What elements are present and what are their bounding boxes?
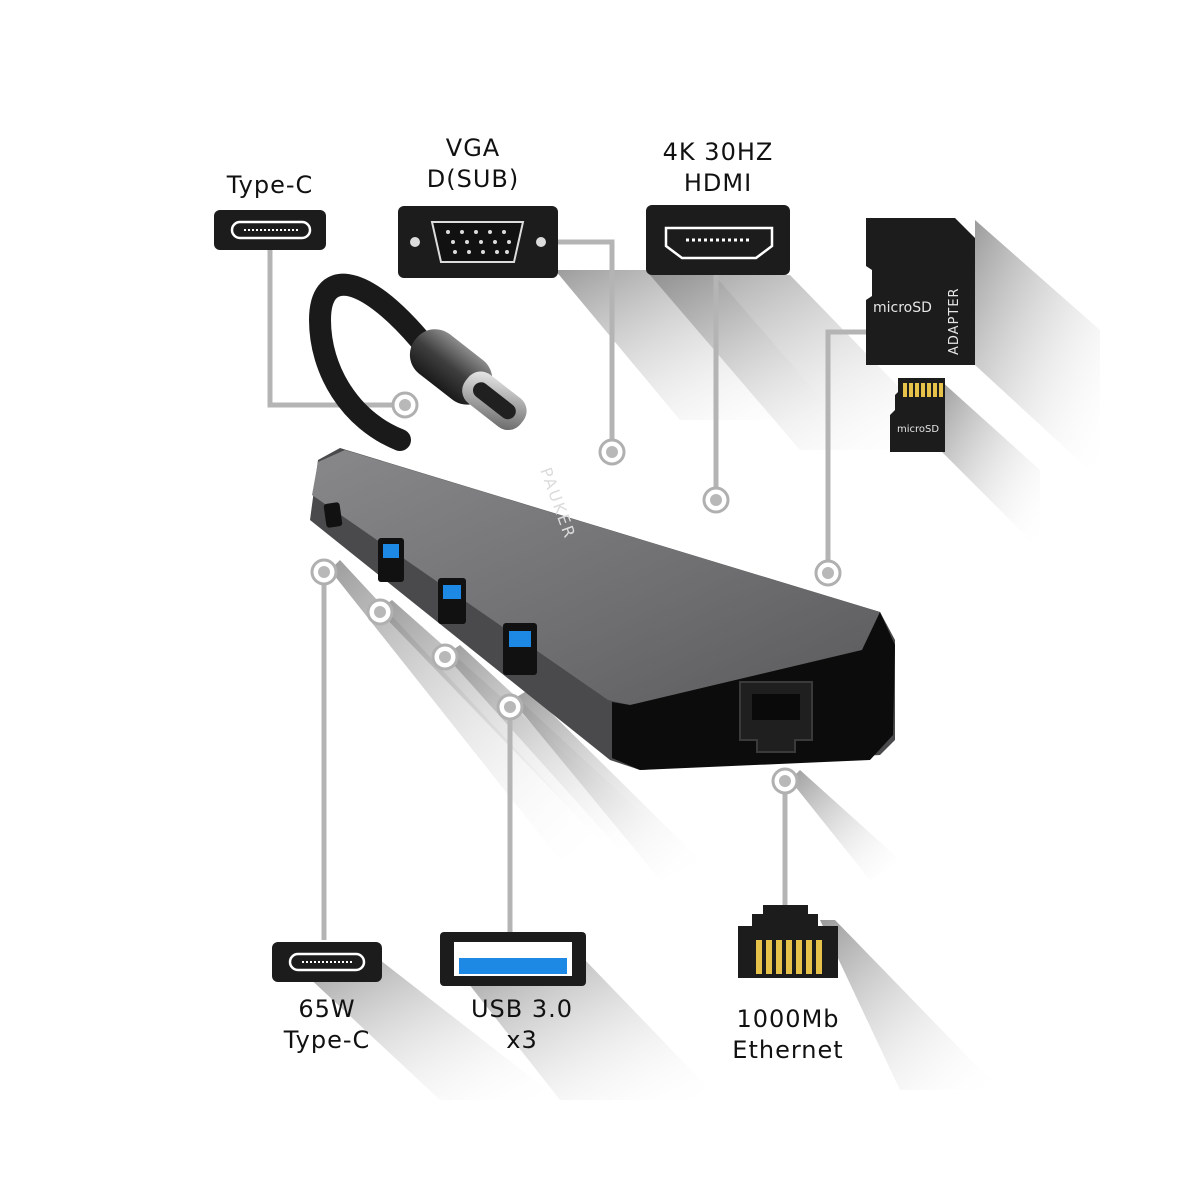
pd-typec-icon <box>272 942 382 982</box>
usb-port-3[interactable] <box>503 623 537 675</box>
microsd-icon: microSD <box>890 378 945 452</box>
usb-port-2-tongue <box>443 585 461 599</box>
adapter-label: microSD <box>873 300 932 316</box>
vga-icon <box>398 206 558 278</box>
pd-port[interactable] <box>323 502 343 528</box>
pd-label-line1: 65W <box>298 995 356 1023</box>
hdmi-label: 4K 30HZ HDMI <box>638 137 798 199</box>
vga-label-line1: VGA <box>445 134 501 162</box>
usb-port-3-tongue <box>509 631 531 647</box>
hub-body: PAUKER <box>310 448 895 770</box>
vga-leader <box>555 239 615 440</box>
typec-dot <box>391 391 419 419</box>
hub-top <box>312 450 880 705</box>
pd-port-shadow <box>330 560 600 860</box>
usb-icon-shadow <box>450 960 720 1100</box>
card-leader <box>825 329 866 563</box>
usb-port-1-tongue <box>383 544 399 558</box>
hdmi-icon <box>646 205 790 275</box>
eth-port-shadow <box>790 770 900 880</box>
typec-top-label: Type-C <box>200 170 340 201</box>
pd-icon-shadow <box>290 960 560 1100</box>
pd-label-line2: Type-C <box>283 1026 371 1054</box>
vga-label-line2: D(SUB) <box>426 165 520 193</box>
ethernet-label: 1000Mb Ethernet <box>703 1004 873 1066</box>
usb-label-line2: x3 <box>506 1026 538 1054</box>
pd-label: 65W Type-C <box>257 994 397 1056</box>
ethernet-port-cavity <box>752 694 800 720</box>
usb-a-icon <box>440 932 586 986</box>
ethernet-label-line1: 1000Mb <box>736 1005 840 1033</box>
cable-plug <box>409 329 527 431</box>
usb1-dot <box>366 598 394 626</box>
usb-port-2[interactable] <box>438 578 466 624</box>
vga-label: VGA D(SUB) <box>393 133 553 195</box>
usb-label-line1: USB 3.0 <box>470 995 574 1023</box>
rj45-icon <box>738 905 838 978</box>
microsd-shadow <box>940 380 1040 550</box>
typec-icon <box>214 210 326 250</box>
pd-dot <box>310 558 338 586</box>
eth-icon-shadow <box>820 920 1000 1090</box>
sd-adapter-icon: microSD ADAPTER <box>866 218 975 365</box>
usb3-shadow <box>512 690 700 880</box>
vga-dot <box>598 438 626 466</box>
leader-dots <box>310 391 842 795</box>
hdmi-label-line2: HDMI <box>683 169 753 197</box>
usb-c-cable[interactable] <box>308 273 537 451</box>
typec-top-label-line1: Type-C <box>226 171 314 199</box>
eth-dot <box>771 767 799 795</box>
microsd-label: microSD <box>897 424 939 435</box>
card-dot <box>814 559 842 587</box>
usb3-dot <box>496 693 524 721</box>
hdmi-shadow <box>650 275 960 450</box>
cable-wire <box>308 273 431 451</box>
ethernet-label-line2: Ethernet <box>732 1036 844 1064</box>
hdmi-label-line1: 4K 30HZ <box>662 138 774 166</box>
usb-label: USB 3.0 x3 <box>442 994 602 1056</box>
adapter-shadow <box>975 220 1100 480</box>
adapter-side-label: ADAPTER <box>947 287 962 355</box>
hdmi-dot <box>702 486 730 514</box>
usb2-dot <box>431 643 459 671</box>
